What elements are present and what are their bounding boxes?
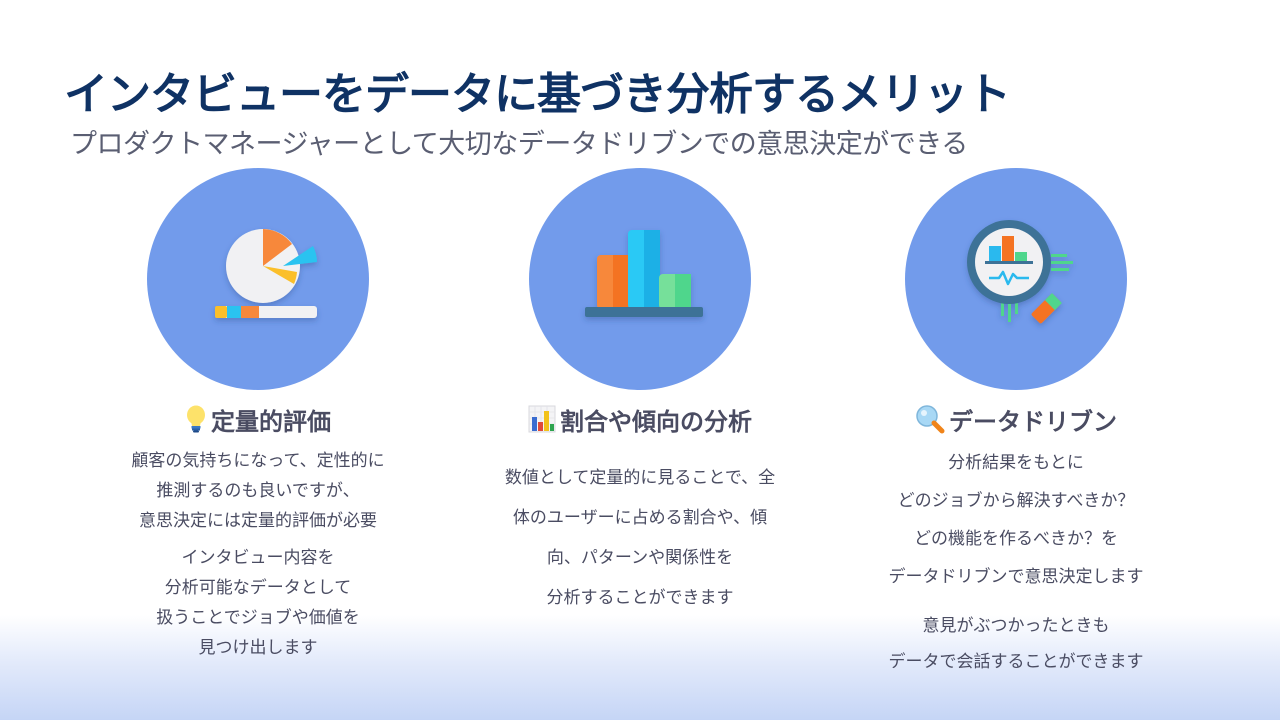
slide-title: インタビューをデータに基づき分析するメリット — [64, 69, 1011, 120]
benefit-description: 分析結果をもとに どのジョブから解決すべきか？ どの機能を作るべきか？を データ… — [889, 444, 1144, 680]
bar-chart-icon — [585, 230, 703, 317]
text-line: どの機能を作るべきか？を — [914, 529, 1118, 549]
text-line: 分析可能なデータとして — [164, 578, 352, 598]
text-line: 体のユーザーに占める割合や、傾 — [512, 508, 768, 528]
text-line: インタビュー内容を — [181, 548, 335, 568]
paragraph: 顧客の気持ちになって、定性的に 推測するのも良いですが、 意思決定には定量的評価… — [131, 446, 384, 536]
text-line: 意見がぶつかったときも — [922, 616, 1110, 636]
text-line: 数値として定量的に見ることで、全 — [504, 468, 776, 488]
benefit-heading: データドリブン — [915, 402, 1117, 436]
benefit-heading-text: データドリブン — [949, 407, 1117, 436]
lightbulb-icon — [187, 405, 205, 433]
icon-circle — [905, 168, 1127, 390]
benefit-heading-text: 割合や傾向の分析 — [560, 407, 752, 436]
chart-emoji-icon — [528, 405, 556, 433]
text-line: 分析結果をもとに — [948, 453, 1084, 473]
icon-circle — [147, 168, 369, 390]
benefit-heading: 定量的評価 — [185, 402, 331, 436]
benefit-column-data-driven: データドリブン 分析結果をもとに どのジョブから解決すべきか？ どの機能を作るべ… — [836, 168, 1196, 680]
text-line: 意思決定には定量的評価が必要 — [139, 511, 377, 531]
benefit-description: 数値として定量的に見ることで、全 体のユーザーに占める割合や、傾 向、パターンや… — [505, 458, 775, 618]
text-line: 向、パターンや関係性を — [546, 548, 734, 568]
text-line: 見つけ出します — [198, 638, 318, 658]
benefit-column-analysis: 割合や傾向の分析 数値として定量的に見ることで、全 体のユーザーに占める割合や、… — [460, 168, 820, 618]
slide-subtitle: プロダクトマネージャーとして大切なデータドリブンでの意思決定ができる — [70, 129, 968, 160]
benefit-description: 顧客の気持ちになって、定性的に 推測するのも良いですが、 意思決定には定量的評価… — [131, 446, 384, 663]
text-line: データドリブンで意思決定します — [888, 567, 1144, 587]
paragraph: 分析結果をもとに どのジョブから解決すべきか？ どの機能を作るべきか？を データ… — [889, 444, 1144, 596]
benefit-column-quantitative: 定量的評価 顧客の気持ちになって、定性的に 推測するのも良いですが、 意思決定に… — [78, 168, 438, 663]
text-line: 推測するのも良いですが、 — [156, 481, 360, 501]
benefit-heading-text: 定量的評価 — [211, 407, 331, 436]
paragraph: 意見がぶつかったときも データで会話することができます — [889, 608, 1144, 680]
text-line: 顧客の気持ちになって、定性的に — [131, 451, 385, 471]
magnifier-analytics-icon — [967, 220, 1073, 324]
text-line: 扱うことでジョブや価値を — [156, 608, 360, 628]
text-line: 分析することができます — [546, 588, 734, 608]
icon-circle — [529, 168, 751, 390]
text-line: どのジョブから解決すべきか？ — [897, 491, 1135, 511]
text-line: データで会話することができます — [888, 652, 1144, 672]
magnifier-emoji-icon — [916, 405, 945, 434]
paragraph: 数値として定量的に見ることで、全 体のユーザーに占める割合や、傾 向、パターンや… — [505, 458, 775, 618]
paragraph: インタビュー内容を 分析可能なデータとして 扱うことでジョブや価値を 見つけ出し… — [131, 543, 384, 663]
pie-chart-icon — [215, 229, 317, 318]
benefit-heading: 割合や傾向の分析 — [528, 402, 752, 436]
